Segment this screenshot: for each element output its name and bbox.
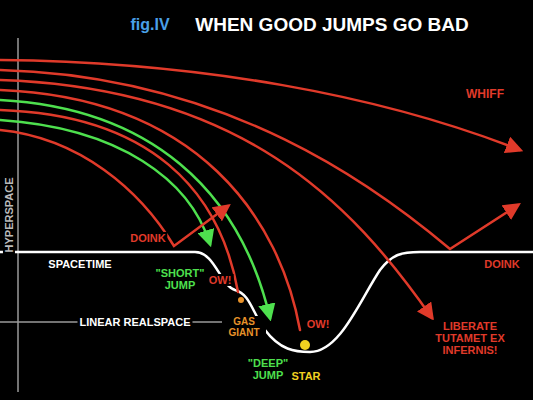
outcome-label: OW! bbox=[207, 274, 234, 286]
whiff-trajectory bbox=[0, 60, 520, 150]
outcome-label: WHIFF bbox=[464, 88, 506, 101]
deep-jump-trajectory bbox=[0, 100, 270, 318]
plane-label: LINEAR REALSPACE bbox=[77, 316, 192, 328]
star-crash-trajectory bbox=[0, 90, 300, 330]
outcome-label: DOINK bbox=[482, 258, 521, 270]
diagram-title: WHEN GOOD JUMPS GO BAD bbox=[193, 15, 470, 36]
outcome-label: DOINK bbox=[128, 232, 167, 244]
gas-giant-crash-trajectory bbox=[0, 110, 238, 292]
axis-label: HYPERSPACE bbox=[3, 176, 15, 255]
body-label: GAS GIANT bbox=[222, 316, 266, 338]
plane-label: SPACETIME bbox=[46, 258, 113, 270]
short-jump-trajectory bbox=[0, 120, 210, 244]
outcome-label: LIBERATE TUTAMET EX INFERNIS! bbox=[424, 320, 516, 356]
body-label: STAR bbox=[289, 370, 322, 382]
star-dot bbox=[300, 340, 310, 350]
jump-label: "DEEP" JUMP bbox=[242, 357, 294, 381]
doink-trajectory bbox=[0, 130, 228, 246]
gas-giant-dot bbox=[238, 297, 244, 303]
infernis-trajectory bbox=[0, 80, 432, 318]
outcome-label: OW! bbox=[305, 318, 332, 330]
jump-label: "SHORT" JUMP bbox=[152, 267, 208, 291]
figure-number: fig.IV bbox=[128, 16, 171, 34]
